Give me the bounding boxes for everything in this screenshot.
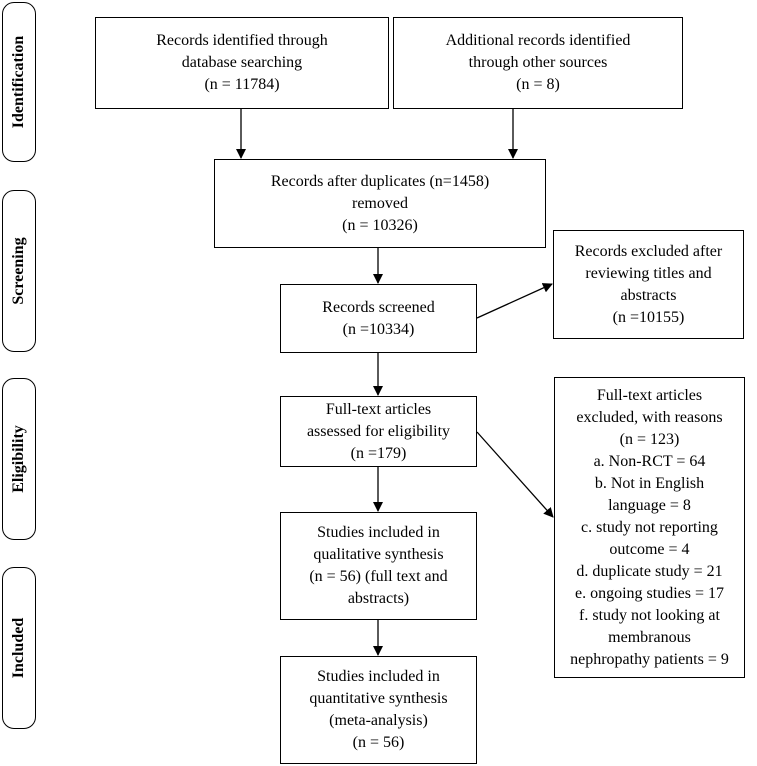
arrow-fulltext-to-excluded [476, 431, 554, 518]
quantitative-synthesis-box: Studies included in quantitative synthes… [280, 656, 477, 764]
qualitative-synthesis-text: Studies included in qualitative synthesi… [309, 524, 448, 607]
arrow-screened-to-excluded [476, 283, 553, 319]
records-excluded-box: Records excluded after reviewing titles … [553, 230, 744, 339]
quantitative-synthesis-text: Studies included in quantitative synthes… [309, 668, 448, 751]
qualitative-synthesis-box: Studies included in qualitative synthesi… [280, 512, 477, 620]
phase-eligibility: Eligibility [2, 378, 36, 540]
other-sources-box: Additional records identified through ot… [393, 17, 683, 109]
full-text-assessed-text: Full-text articles assessed for eligibil… [306, 400, 451, 462]
records-screened-box: Records screened (n =10334) [280, 284, 477, 353]
other-sources-text: Additional records identified through ot… [445, 32, 631, 93]
after-duplicates-box: Records after duplicates (n=1458) remove… [214, 159, 546, 248]
full-text-excluded-text: Full-text articles excluded, with reason… [570, 386, 729, 668]
database-search-text: Records identified through database sear… [156, 32, 328, 93]
phase-screening: Screening [2, 190, 36, 352]
full-text-assessed-box: Full-text articles assessed for eligibil… [280, 396, 477, 467]
records-screened-text: Records screened (n =10334) [322, 298, 435, 338]
phase-included: Included [2, 567, 36, 729]
phase-identification: Identification [2, 2, 36, 162]
records-excluded-text: Records excluded after reviewing titles … [574, 242, 723, 326]
database-search-box: Records identified through database sear… [95, 17, 389, 109]
after-duplicates-text: Records after duplicates (n=1458) remove… [270, 172, 490, 234]
full-text-excluded-box: Full-text articles excluded, with reason… [554, 377, 745, 678]
